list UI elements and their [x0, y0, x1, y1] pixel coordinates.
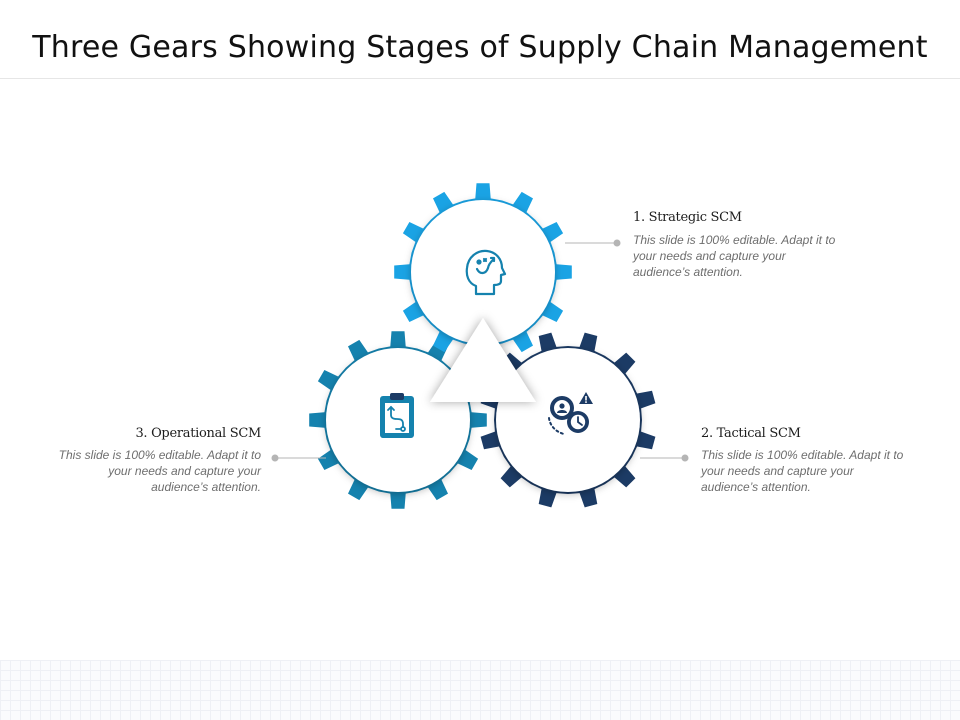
connector-operational [271, 454, 326, 462]
stage-operational-label: 3. Operational SCM [135, 426, 261, 441]
stage-tactical-description: This slide is 100% editable. Adapt it to… [701, 448, 904, 494]
connector-strategic [565, 239, 621, 247]
center-triangle [430, 318, 536, 402]
footer-grid-band [0, 660, 960, 720]
gears-people-warning-icon [548, 392, 593, 435]
stage-strategic-description: This slide is 100% editable. Adapt it to… [633, 233, 836, 279]
connector-tactical [640, 454, 689, 462]
clipboard-flow-icon [380, 393, 414, 438]
head-strategy-icon [465, 249, 507, 296]
stage-strategic-label: 1. Strategic SCM [633, 210, 742, 225]
page-title: Three Gears Showing Stages of Supply Cha… [32, 30, 928, 65]
stage-operational-description: This slide is 100% editable. Adapt it to… [58, 448, 261, 494]
title-divider [0, 78, 960, 79]
stage-tactical-label: 2. Tactical SCM [701, 426, 801, 441]
